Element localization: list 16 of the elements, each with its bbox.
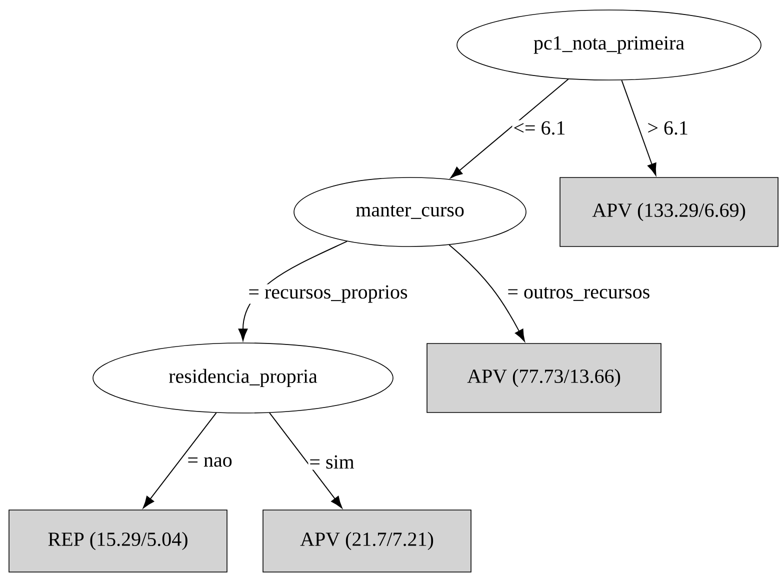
edge-label: = nao <box>186 456 234 468</box>
arrow <box>621 80 656 176</box>
edge-label: = outros_recursos <box>506 286 652 302</box>
edge-label: = sim <box>308 454 356 470</box>
leaf-box: REP (15.29/5.04) <box>8 510 228 572</box>
arrow <box>450 78 569 178</box>
arrow <box>238 240 348 341</box>
arrow <box>448 244 525 342</box>
edge-label: > 6.1 <box>646 120 690 136</box>
edge-label: = recursos_proprios <box>247 284 409 304</box>
leaf-box: APV (133.29/6.69) <box>560 177 778 247</box>
edge-label: <= 6.1 <box>512 120 567 136</box>
leaf-box: APV (77.73/13.66) <box>426 343 662 413</box>
leaf-box: APV (21.7/7.21) <box>262 510 472 572</box>
arrow <box>269 412 342 508</box>
arrow <box>142 412 217 508</box>
